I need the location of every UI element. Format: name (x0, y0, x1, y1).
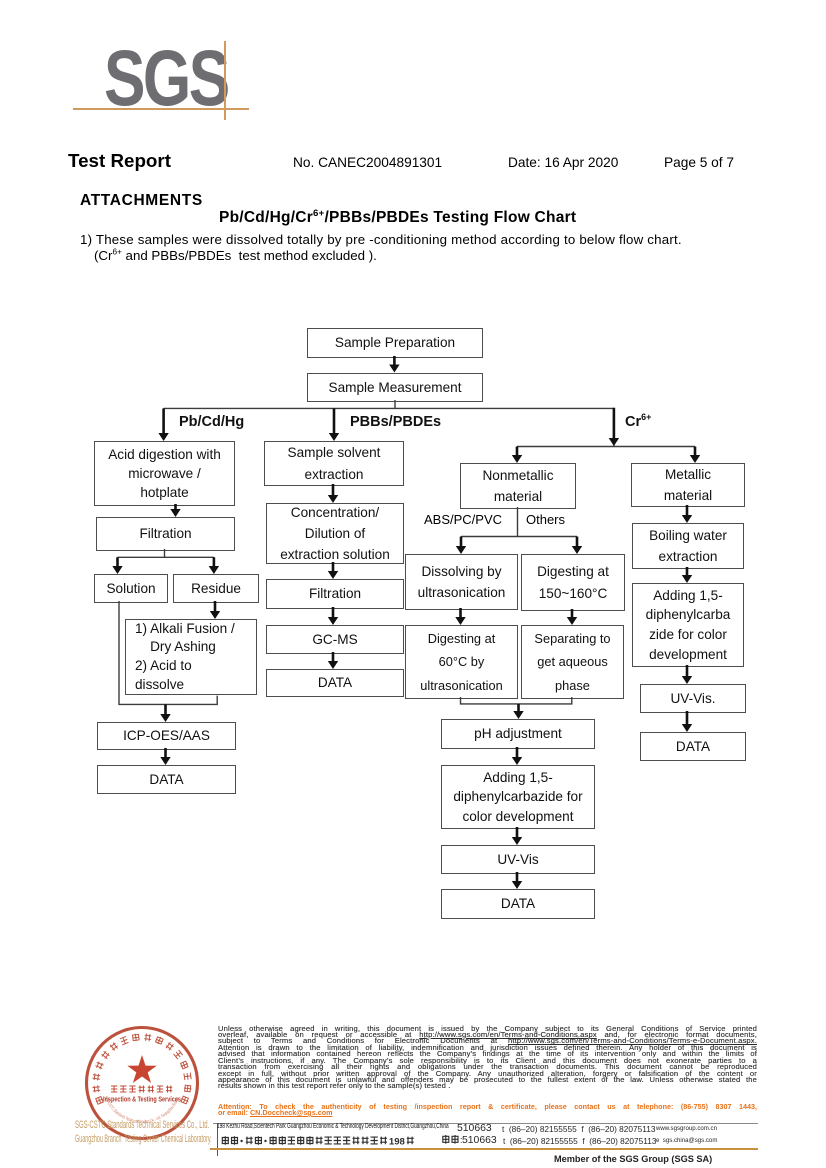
svg-text:Inspection & Testing Services: Inspection & Testing Services (103, 1096, 181, 1103)
svg-text:198: 198 (389, 1136, 406, 1146)
svg-text::: : (460, 1135, 462, 1145)
